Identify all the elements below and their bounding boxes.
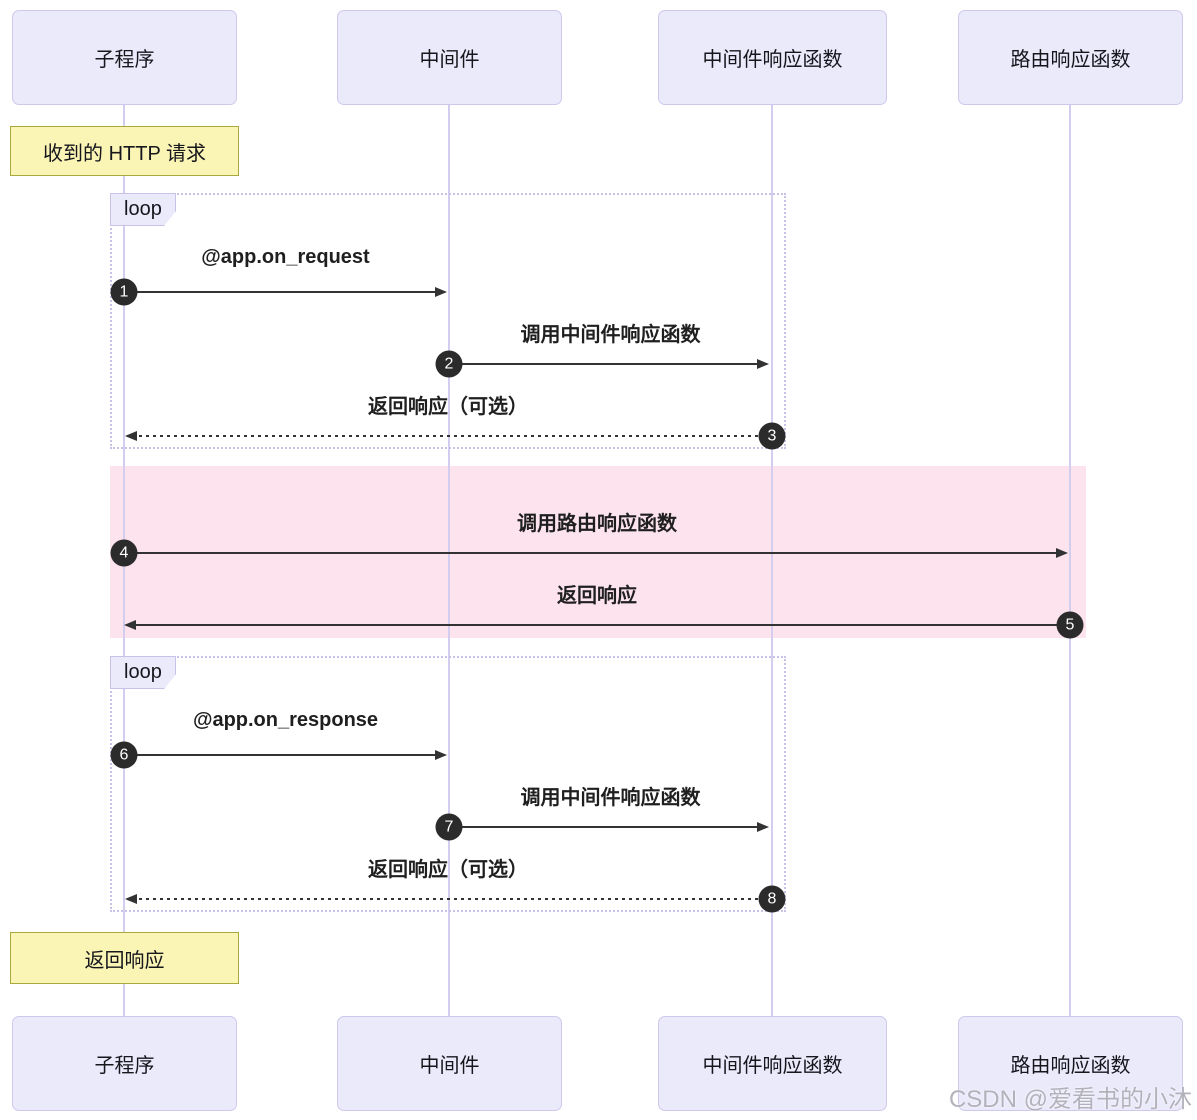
message-label-4: 调用路由响应函数: [517, 513, 677, 535]
lifeline-middleware: [448, 105, 450, 1016]
message-label-2: 调用中间件响应函数: [520, 324, 701, 346]
actor-bottom-route-handler: 路由响应函数: [958, 1016, 1183, 1111]
lifeline-middleware-handler: [771, 105, 773, 1016]
actor-top-subapp: 子程序: [12, 10, 237, 105]
note-text: 返回响应: [84, 949, 165, 972]
loop-label-tab: loop: [110, 656, 176, 689]
actor-bottom-middleware: 中间件: [337, 1016, 562, 1111]
note-return-response: 返回响应: [10, 932, 239, 984]
actor-label: 子程序: [94, 1055, 155, 1077]
loop-label: loop: [124, 198, 162, 220]
seq-number-2: 2: [435, 350, 463, 378]
message-label-5: 返回响应: [557, 585, 637, 607]
message-label-3: 返回响应（可选）: [368, 396, 528, 418]
actor-top-middleware: 中间件: [337, 10, 562, 105]
loop-frame-request: [110, 193, 786, 449]
actor-top-route-handler: 路由响应函数: [958, 10, 1183, 105]
actor-label: 路由响应函数: [1010, 49, 1131, 71]
message-label-1: @app.on_request: [201, 246, 370, 268]
note-text: 收到的 HTTP 请求: [43, 142, 206, 165]
loop-frame-response: [110, 656, 786, 912]
actor-bottom-middleware-handler: 中间件响应函数: [658, 1016, 887, 1111]
note-http-request: 收到的 HTTP 请求: [10, 126, 239, 176]
message-label-6: @app.on_response: [192, 709, 379, 731]
lifeline-route-handler: [1069, 105, 1071, 1016]
watermark: CSDN @爱看书的小沐: [948, 1086, 1192, 1113]
actor-label: 子程序: [94, 49, 155, 71]
seq-number-6: 6: [110, 741, 138, 769]
loop-label-tab: loop: [110, 193, 176, 226]
actor-bottom-subapp: 子程序: [12, 1016, 237, 1111]
actor-label: 中间件: [419, 1055, 480, 1077]
seq-number-1: 1: [110, 278, 138, 306]
seq-number-8: 8: [758, 885, 786, 913]
message-label-7: 调用中间件响应函数: [520, 787, 701, 809]
seq-number-7: 7: [435, 813, 463, 841]
actor-label: 中间件响应函数: [702, 1055, 843, 1077]
message-label-8: 返回响应（可选）: [368, 859, 528, 881]
seq-number-3: 3: [758, 422, 786, 450]
seq-number-4: 4: [110, 539, 138, 567]
actor-label: 中间件: [419, 49, 480, 71]
seq-number-5: 5: [1056, 611, 1084, 639]
actor-label: 中间件响应函数: [702, 49, 843, 71]
actor-label: 路由响应函数: [1010, 1055, 1131, 1077]
loop-label: loop: [124, 661, 162, 683]
actor-top-middleware-handler: 中间件响应函数: [658, 10, 887, 105]
